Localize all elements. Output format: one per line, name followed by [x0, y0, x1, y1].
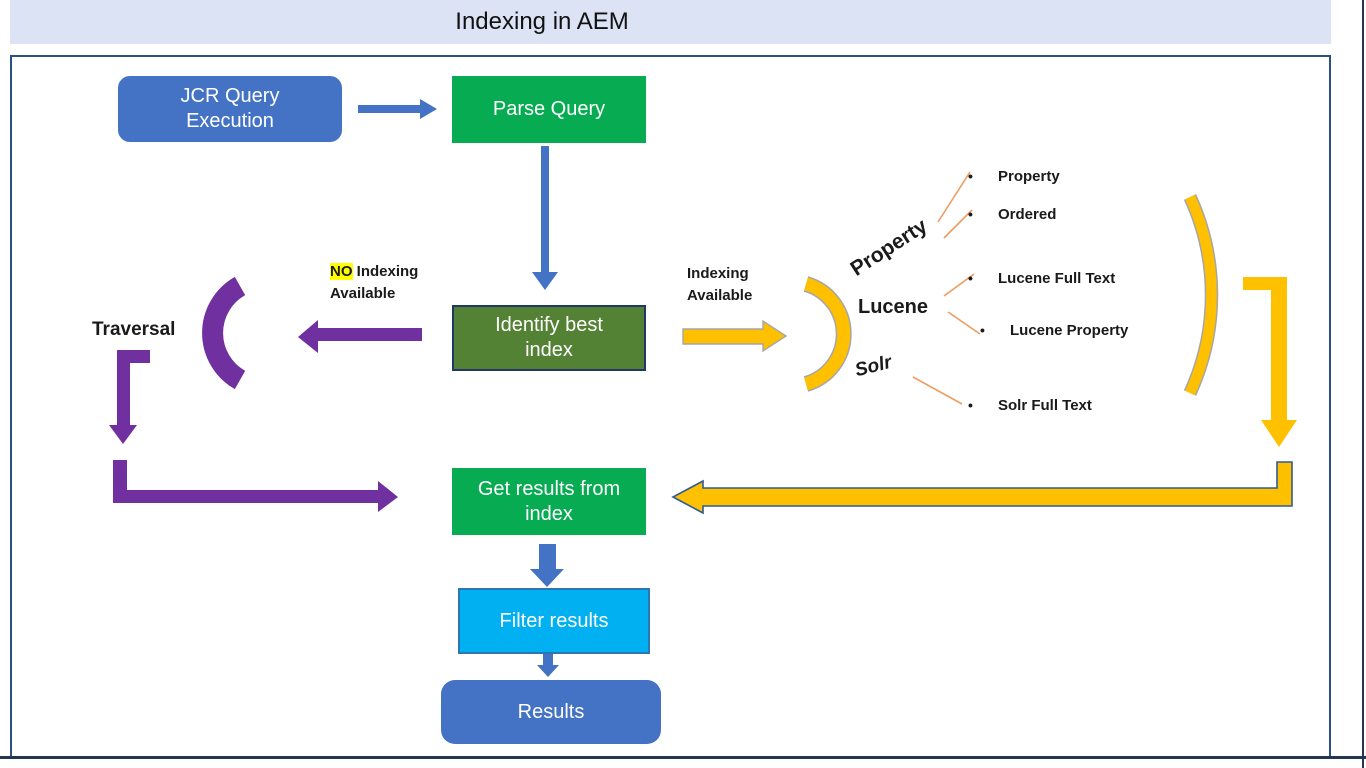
node-label: Results	[517, 700, 585, 723]
node-label: Get results from index	[477, 477, 621, 525]
node-results: Results	[441, 680, 661, 744]
no-indexing-line1: NO Indexing	[330, 263, 419, 280]
node-label: Parse Query	[492, 98, 606, 120]
node-label: Identify best index	[495, 314, 603, 361]
bullet-dot: •	[968, 206, 973, 222]
indexing-available-label: Indexing Available	[687, 265, 753, 304]
screen-right-edge	[1362, 0, 1364, 768]
bullet-item-property: •Property	[968, 168, 1060, 185]
bullet-item-ordered: •Ordered	[968, 206, 1057, 223]
screen-bottom-edge	[0, 756, 1366, 759]
no-highlight: NO	[330, 263, 353, 280]
node-label: JCR Query Execution	[180, 85, 280, 132]
bullet-item-lucene-full-text: •Lucene Full Text	[968, 270, 1116, 287]
node-parse-query: Parse Query	[452, 76, 646, 143]
bullet-dot: •	[980, 322, 985, 338]
no-indexing-available-label: NO Indexing Available	[330, 261, 450, 305]
bullet-dot: •	[968, 168, 973, 184]
bullet-item-lucene-property: •Lucene Property	[980, 322, 1129, 339]
traversal-label: Traversal	[92, 319, 176, 340]
lucene-branch-label: Lucene	[858, 296, 929, 318]
diagram-canvas	[10, 55, 1331, 758]
title-bar-extension	[1074, 0, 1331, 44]
node-jcr-query-execution: JCR Query Execution	[118, 76, 342, 142]
page-title: Indexing in AEM	[455, 8, 629, 35]
node-get-results-from-index: Get results from index	[452, 468, 646, 535]
bullet-dot: •	[968, 397, 973, 413]
node-filter-results: Filter results	[458, 588, 650, 654]
node-identify-best-index: Identify best index	[452, 305, 646, 371]
node-label: Filter results	[499, 609, 609, 632]
bullet-item-solr-full-text: •Solr Full Text	[968, 397, 1092, 414]
no-indexing-line2: Available	[330, 284, 396, 302]
title-bar: Indexing in AEM	[10, 0, 1074, 44]
bullet-dot: •	[968, 270, 973, 286]
